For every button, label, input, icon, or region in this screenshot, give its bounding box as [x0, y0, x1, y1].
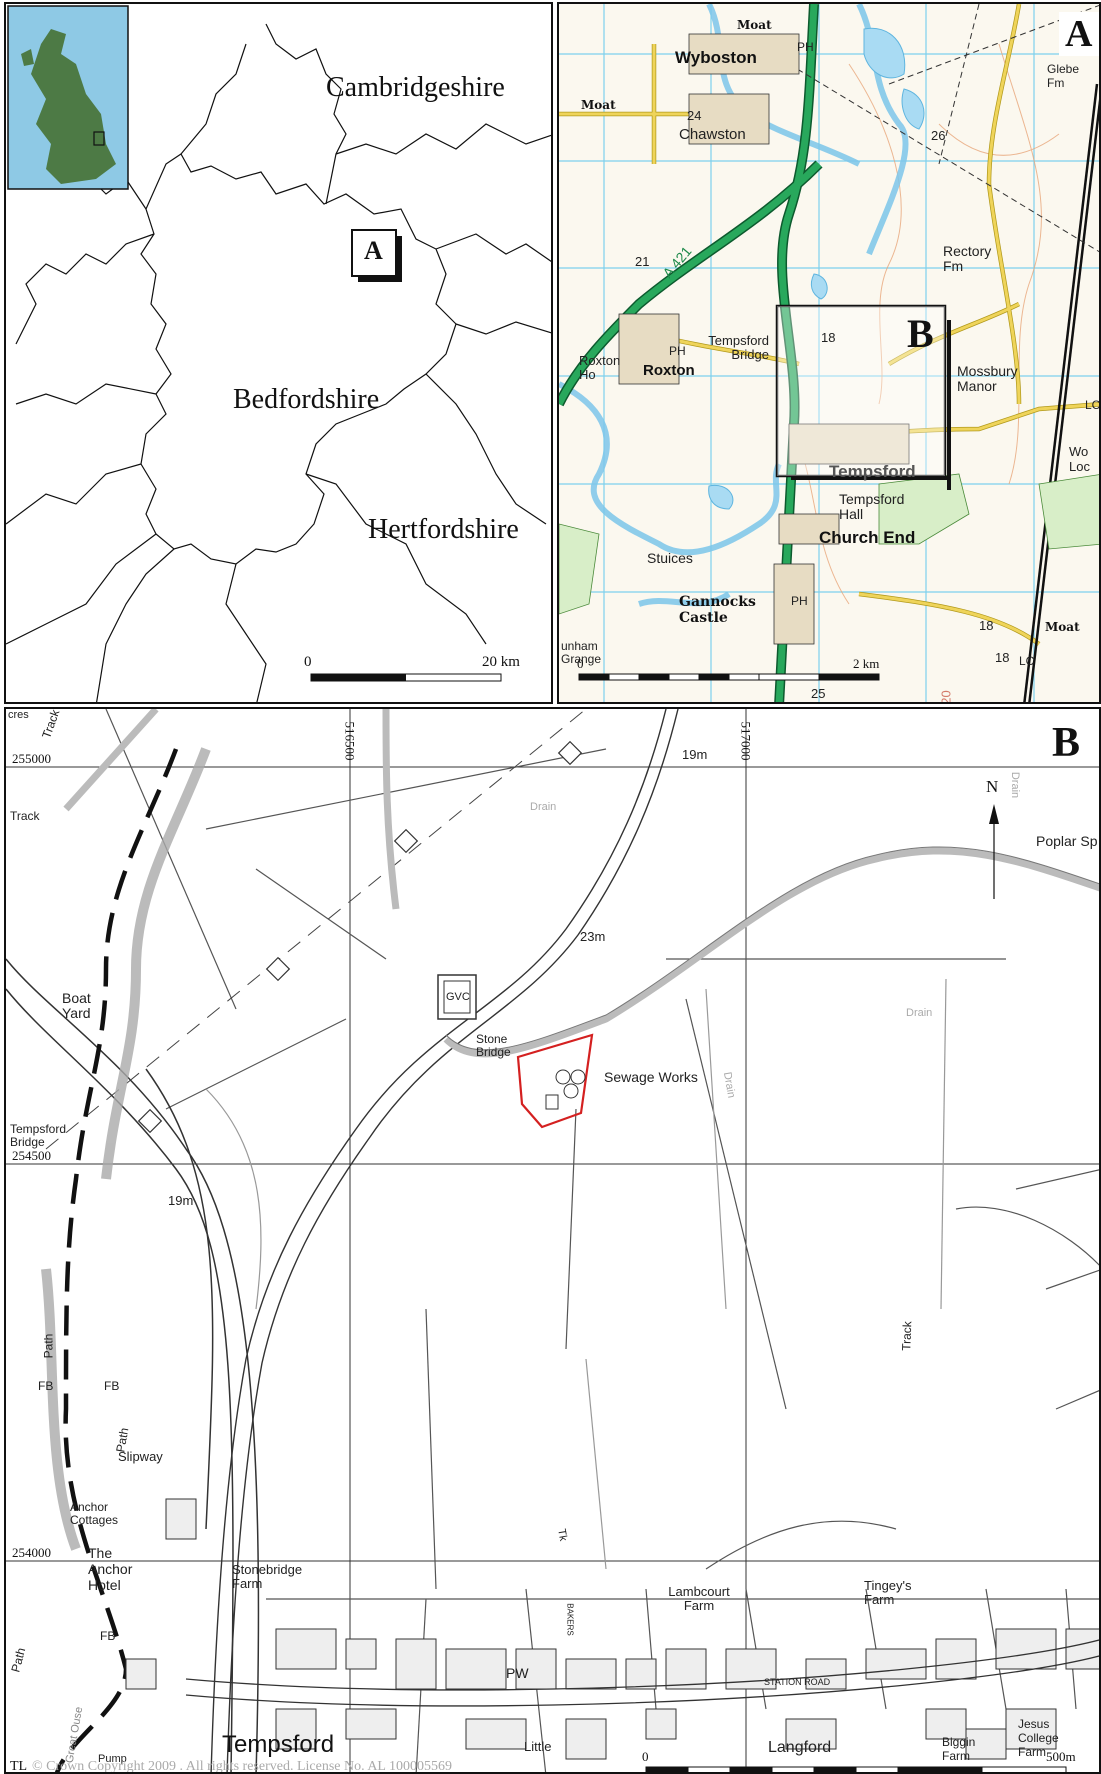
label-tingeys-farm: Tingey's Farm [864, 1578, 912, 1607]
label-fb-2: FB [104, 1379, 120, 1393]
contour-18b: 18 [979, 618, 994, 633]
grid-prefix-tl: TL [10, 1759, 28, 1774]
place-wo-loc: Wo Loc [1069, 444, 1090, 474]
contour-26: 26 [931, 128, 946, 143]
place-roxton: Roxton [643, 362, 695, 379]
place-tempsford-bridge: Tempsford Bridge [708, 333, 769, 362]
label-drain-3: Drain [1009, 771, 1022, 799]
box-label-b: B [907, 311, 934, 356]
northing-255000: 255000 [12, 751, 51, 766]
label-poplar: Poplar Sp [1036, 833, 1098, 849]
label-ph-3: PH [791, 594, 808, 608]
place-unham-grange: unham Grange [561, 639, 602, 666]
label-anchor-cottages: Anchor Cottages [70, 1500, 119, 1527]
label-tempsford: Tempsford [222, 1731, 335, 1758]
label-lc-1: LC [1085, 398, 1101, 412]
easting-516500: 516500 [342, 721, 358, 761]
label-track-right: Track [899, 1320, 915, 1352]
label-sewage-works: Sewage Works [604, 1069, 698, 1085]
panel-letter-b: B [1052, 720, 1081, 766]
detail-map-b-graphics [6, 709, 1099, 1772]
label-stone-bridge: Stone Bridge [476, 1032, 511, 1059]
label-tk: Tk [555, 1527, 570, 1543]
grid-25: 25 [811, 686, 826, 701]
place-tempsford-hall: Tempsford Hall [839, 491, 905, 522]
place-church-end: Church End [819, 528, 916, 547]
label-ph-2: PH [669, 344, 686, 358]
place-roxton-ho: Roxton Ho [579, 353, 621, 382]
label-anchor-hotel: The Anchor Hotel [88, 1545, 133, 1593]
place-gannocks-castle: Gannocks Castle [679, 594, 756, 626]
spot-height-23: 23m [580, 929, 606, 944]
label-cres: cres [8, 709, 29, 721]
label-pw: PW [506, 1665, 529, 1681]
place-tempsford: Tempsford [829, 462, 916, 481]
label-slipway: Slipway [118, 1449, 163, 1464]
label-gvc: GVC [446, 991, 470, 1003]
spot-height-19-top: 19m [682, 747, 708, 762]
detail-map-panel-b: B N 516500 517000 255000 254500 254000 S… [4, 707, 1101, 1774]
label-jesus-college-farm: Jesus College Farm [1018, 1717, 1059, 1759]
label-track-top: Track [10, 809, 40, 823]
panel-letter-a: A [1065, 13, 1093, 55]
label-tempsford-bridge: Tempsford Bridge [10, 1122, 67, 1149]
label-bedfordshire: Bedfordshire [233, 384, 380, 415]
place-rectory-fm: Rectory Fm [943, 243, 992, 274]
label-bakers: BAKERS [565, 1603, 575, 1636]
os-map-panel-a: A B Wyboston Chawston Roxton Tempsford C… [557, 2, 1101, 704]
scale-end: 20 km [482, 654, 520, 670]
label-fb-3: FB [100, 1629, 116, 1643]
scale-b-start: 0 [642, 1749, 649, 1764]
place-glebe-fm: Glebe Fm [1047, 62, 1080, 90]
northing-254000: 254000 [12, 1545, 51, 1560]
easting-517000: 517000 [738, 721, 754, 761]
label-langford: Langford [768, 1739, 832, 1756]
label-hertfordshire: Hertfordshire [368, 514, 519, 545]
label-fb-1: FB [38, 1379, 54, 1393]
os-map-a-graphics [559, 4, 1099, 702]
place-chawston: Chawston [679, 126, 746, 143]
spot-height-19-left: 19m [168, 1193, 194, 1208]
label-little: Little [524, 1739, 552, 1754]
place-stuices: Stuices [647, 550, 693, 566]
scale-a-end: 2 km [853, 656, 880, 671]
box-label-a: A [364, 236, 383, 265]
contour-21: 21 [635, 254, 650, 269]
copyright-notice: © Crown Copyright 2009 . All rights rese… [32, 1759, 452, 1774]
scale-b-end: 500m [1046, 1749, 1076, 1764]
label-cambridgeshire: Cambridgeshire [326, 72, 505, 103]
north-label: N [986, 777, 999, 796]
scale-a-start: 0 [577, 656, 584, 671]
place-mossbury-manor: Mossbury Manor [957, 363, 1018, 394]
place-wyboston: Wyboston [675, 48, 757, 67]
label-moat-3: Moat [1045, 620, 1080, 634]
label-stonebridge-farm: Stonebridge Farm [232, 1562, 303, 1591]
contour-24: 24 [687, 108, 702, 123]
contour-18c: 18 [995, 650, 1010, 665]
contour-18a: 18 [821, 330, 836, 345]
label-lambcourt-farm: Lambcourt Farm [668, 1584, 730, 1613]
overview-map-panel: Cambridgeshire Bedfordshire Hertfordshir… [4, 2, 553, 704]
scale-start: 0 [304, 654, 312, 670]
label-path-1: Path [41, 1333, 56, 1359]
county-boundaries [6, 5, 551, 702]
label-lc-2: LC [1019, 654, 1035, 668]
label-drain-1: Drain [530, 801, 557, 813]
label-biggin-farm: Biggin Farm [942, 1735, 976, 1763]
label-drain-2: Drain [906, 1007, 933, 1019]
label-pump: Pump [98, 1753, 127, 1765]
label-ph-1: PH [797, 40, 814, 54]
grid-20: 20 [938, 690, 954, 704]
label-boat-yard: Boat Yard [62, 990, 91, 1021]
label-moat-2: Moat [581, 98, 616, 112]
label-station-road: STATION ROAD [764, 1677, 831, 1687]
label-moat-1: Moat [737, 18, 772, 32]
northing-254500: 254500 [12, 1148, 51, 1163]
